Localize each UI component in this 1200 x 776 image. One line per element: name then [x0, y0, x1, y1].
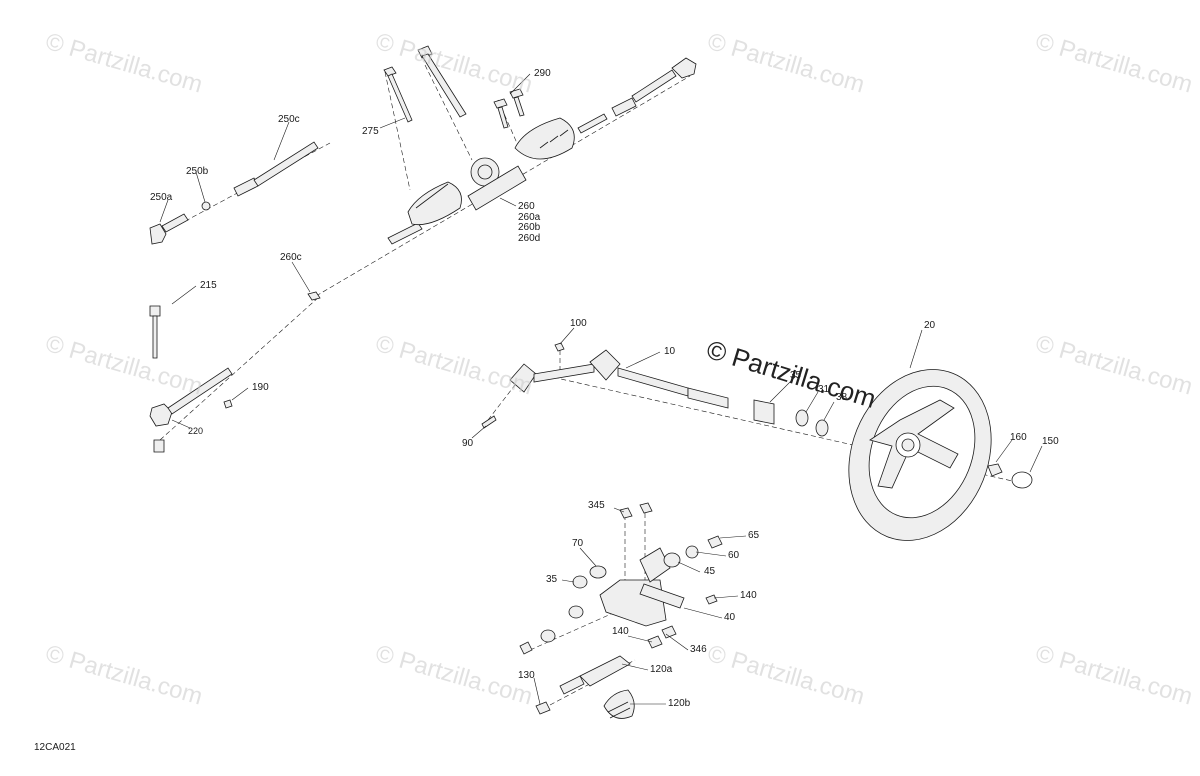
steering-rack-260 [387, 113, 608, 245]
part-label-120b[interactable]: 120b [668, 698, 691, 709]
steering-damper-120 [535, 655, 635, 719]
part-label-260b[interactable]: 260b [518, 222, 541, 233]
nut-260c [307, 291, 321, 301]
part-label-120a[interactable]: 120a [650, 664, 673, 675]
part-label-20[interactable]: 20 [924, 320, 936, 331]
part-label-140-right[interactable]: 140 [740, 590, 757, 601]
steering-wheel-20 [848, 369, 992, 541]
part-label-130[interactable]: 130 [518, 670, 535, 681]
part-label-160[interactable]: 160 [1010, 432, 1027, 443]
diagram-reference-code: 12CA021 [34, 742, 76, 753]
part-label-250b[interactable]: 250b [186, 166, 209, 177]
part-label-10[interactable]: 10 [664, 346, 676, 357]
part-label-35-lower[interactable]: 35 [546, 574, 558, 585]
bolts-275 [383, 45, 467, 123]
part-label-260a[interactable]: 260a [518, 212, 541, 223]
tie-rod-215 [149, 305, 233, 453]
part-label-140-lower[interactable]: 140 [612, 626, 629, 637]
part-label-250c[interactable]: 250c [278, 114, 300, 125]
part-label-250a[interactable]: 250a [150, 192, 173, 203]
part-label-190[interactable]: 190 [252, 382, 269, 393]
part-label-220[interactable]: 220 [188, 426, 204, 436]
part-label-290[interactable]: 290 [534, 68, 551, 79]
part-label-150[interactable]: 150 [1042, 436, 1059, 447]
part-label-31[interactable]: 31 [818, 384, 830, 395]
part-label-40[interactable]: 40 [724, 612, 736, 623]
tie-rod-right [611, 57, 697, 117]
part-label-100[interactable]: 100 [570, 318, 587, 329]
part-label-70[interactable]: 70 [572, 538, 584, 549]
part-label-65[interactable]: 65 [748, 530, 760, 541]
part-label-260[interactable]: 260 [518, 201, 535, 212]
column-bushings [753, 399, 829, 437]
part-label-35-upper[interactable]: 35 [790, 370, 802, 381]
part-label-345[interactable]: 345 [588, 500, 605, 511]
steering-shaft-10 [481, 342, 729, 429]
nut-160 [987, 463, 1003, 477]
part-label-260d[interactable]: 260d [518, 233, 541, 244]
cap-150 [1011, 471, 1033, 489]
column-bracket [519, 502, 723, 655]
bolts-290 [493, 88, 525, 129]
part-label-215[interactable]: 215 [200, 280, 217, 291]
part-label-45[interactable]: 45 [704, 566, 716, 577]
part-label-275[interactable]: 275 [362, 126, 379, 137]
part-label-260c[interactable]: 260c [280, 252, 302, 263]
part-label-38[interactable]: 38 [836, 392, 848, 403]
part-label-60[interactable]: 60 [728, 550, 740, 561]
part-label-90[interactable]: 90 [462, 438, 474, 449]
part-label-346[interactable]: 346 [690, 644, 707, 655]
tie-rod-250 [149, 141, 319, 245]
